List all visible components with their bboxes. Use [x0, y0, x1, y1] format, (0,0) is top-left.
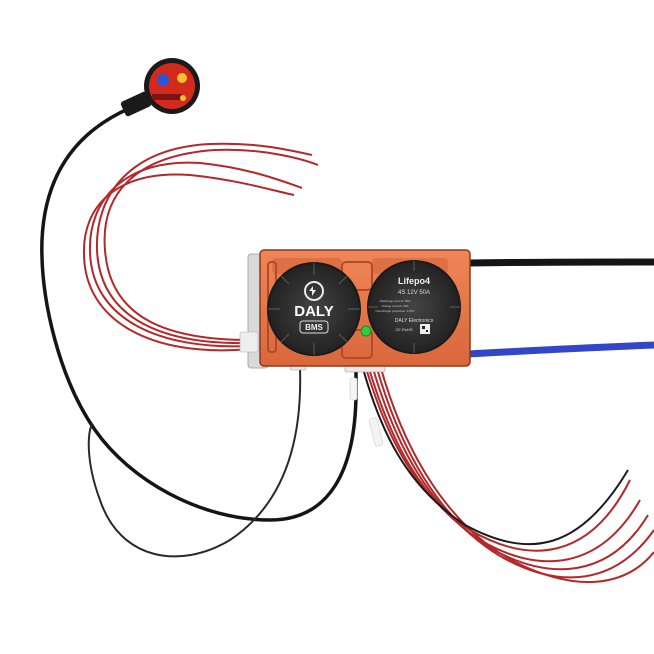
spec-line-3: Overcharge protection: 3.65V — [375, 309, 414, 313]
spec-line-1: Discharge current: 50A — [380, 299, 411, 303]
brand-label: DALY — [294, 303, 333, 320]
power-switch — [120, 58, 200, 117]
black-power-cable — [467, 258, 654, 267]
module-label: BMS — [305, 323, 323, 332]
status-led — [360, 325, 372, 337]
chemistry-label: Lifepo4 — [398, 276, 430, 286]
balance-wire-black — [361, 364, 629, 546]
wire-label-sleeve — [368, 417, 384, 447]
spec-line-2: Charge current: 25A — [381, 304, 408, 308]
daly-logo: DALY BMS — [294, 281, 334, 334]
blue-power-cable — [467, 341, 654, 358]
cert-label: CE RoHS — [395, 327, 413, 332]
wire-label-sleeve-2 — [349, 377, 358, 401]
balance-wires-lower — [364, 364, 654, 584]
spec-label-text: 4S 12V 50A — [398, 290, 430, 296]
spec-label: Lifepo4 4S 12V 50A Discharge current: 50… — [375, 276, 434, 334]
company-label: DALY Electronics — [395, 318, 434, 324]
switch-yellow-dot — [177, 73, 187, 83]
switch-blue-dot — [157, 74, 169, 86]
switch-cable — [40, 106, 358, 522]
temp-sensor-cable — [87, 367, 302, 558]
balance-wires-upper — [82, 142, 319, 352]
cooling-fan-left — [267, 262, 361, 356]
cooling-fan-right — [367, 260, 461, 354]
